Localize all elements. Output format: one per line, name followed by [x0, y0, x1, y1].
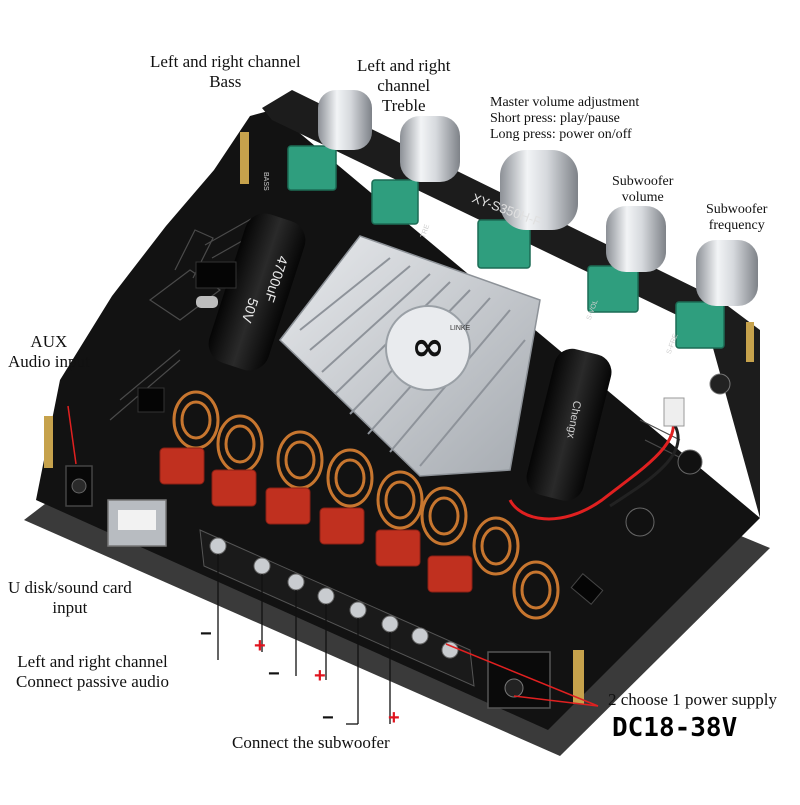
capacitor-left: 4700uF 50V [208, 213, 306, 371]
label-passive-audio: Left and right channel Connect passive a… [16, 652, 169, 692]
silk-treble: TRE [420, 223, 431, 239]
pcb-top-strip [262, 90, 760, 518]
label-subwoofer-connect: Connect the subwoofer [232, 733, 390, 752]
aux-jack-hole [71, 478, 87, 494]
sub-volume-knob[interactable] [606, 206, 666, 272]
label-master-line2: Short press: play/pause [490, 111, 620, 126]
heatsink: ∞ LINKE [278, 235, 541, 477]
polarity-minus-left-2: − [268, 663, 280, 685]
label-udisk-line1: U disk/sound card [8, 578, 132, 597]
label-udisk: U disk/sound card input [8, 578, 132, 618]
pot-bass: BASS [262, 90, 372, 191]
power-callout-terminal [445, 643, 599, 707]
small-cap-1 [709, 373, 731, 395]
label-master-line1: Master volume adjustment [490, 95, 640, 110]
film-capacitors [159, 447, 473, 593]
label-treble-line2: channel [377, 76, 431, 95]
red-wire [508, 409, 675, 521]
terminal-leader-lines [217, 554, 391, 725]
polarity-minus-left-1: − [200, 623, 212, 645]
label-sub-frequency-line1: Subwoofer [706, 202, 768, 217]
label-passive-audio-line1: Left and right channel [17, 652, 168, 671]
power-callout-jack [513, 695, 599, 707]
small-cap-2 [677, 449, 703, 475]
label-bass-line2: Bass [209, 72, 242, 91]
regulator [137, 387, 165, 413]
label-bass: Left and right channel Bass [150, 52, 301, 92]
label-sub-volume-line1: Subwoofer [612, 174, 674, 189]
polarity-plus-left-1: + [254, 635, 266, 657]
small-cap-3 [625, 507, 655, 537]
label-sub-frequency: Subwoofer frequency [706, 202, 767, 234]
ic-8pin [570, 573, 604, 605]
sub-frequency-knob[interactable] [696, 240, 758, 306]
speaker-terminal-block [199, 529, 475, 687]
fan-logo-infinity-icon: ∞ [411, 324, 444, 370]
connector-white [663, 397, 685, 427]
aux-callout [67, 405, 77, 465]
inductors [172, 390, 560, 620]
callout-lines [67, 405, 599, 707]
usb-port-inner [118, 510, 156, 530]
polarity-minus-sub: − [322, 707, 334, 729]
treble-knob[interactable] [400, 116, 460, 182]
silkscreen-traces [109, 218, 686, 461]
standoff-pins [44, 132, 754, 704]
label-treble-line3: Treble [381, 96, 426, 115]
label-aux: AUX Audio input [8, 332, 90, 372]
label-sub-frequency-line2: frequency [708, 218, 765, 233]
fan-hub [385, 305, 471, 391]
label-treble-line1: Left and right [357, 56, 451, 75]
label-treble: Left and right channel Treble [357, 56, 450, 116]
black-wire [609, 414, 680, 508]
label-sub-volume-line2: volume [621, 190, 664, 205]
label-voltage: DC18-38V [612, 713, 738, 743]
pot-sub-frequency: S-FRE [666, 240, 758, 355]
label-power-supply: 2 choose 1 power supply [608, 690, 778, 709]
capacitor-right: Chengx [526, 348, 612, 501]
label-sub-volume: Subwoofer volume [612, 174, 673, 206]
label-passive-audio-line2: Connect passive audio [16, 672, 169, 691]
silk-bass: BASS [262, 172, 269, 191]
capacitor-left-voltage: 50V [239, 296, 262, 325]
label-master-volume: Master volume adjustment Short press: pl… [490, 95, 639, 143]
label-bass-line1: Left and right channel [150, 52, 301, 71]
crystal [196, 296, 218, 308]
dc-power-jack-hole [504, 678, 524, 698]
chip-label: LINKE [450, 325, 471, 332]
label-aux-line1: AUX [30, 332, 68, 351]
label-aux-line2: Audio input [8, 352, 90, 371]
ic-chip [195, 261, 237, 289]
bass-knob[interactable] [318, 90, 372, 150]
label-udisk-line2: input [52, 598, 88, 617]
polarity-plus-sub: + [388, 707, 400, 729]
pot-treble: TRE [371, 116, 460, 239]
label-master-line3: Long press: power on/off [490, 127, 632, 142]
master-volume-knob[interactable] [500, 150, 578, 230]
polarity-plus-left-2: + [314, 665, 326, 687]
